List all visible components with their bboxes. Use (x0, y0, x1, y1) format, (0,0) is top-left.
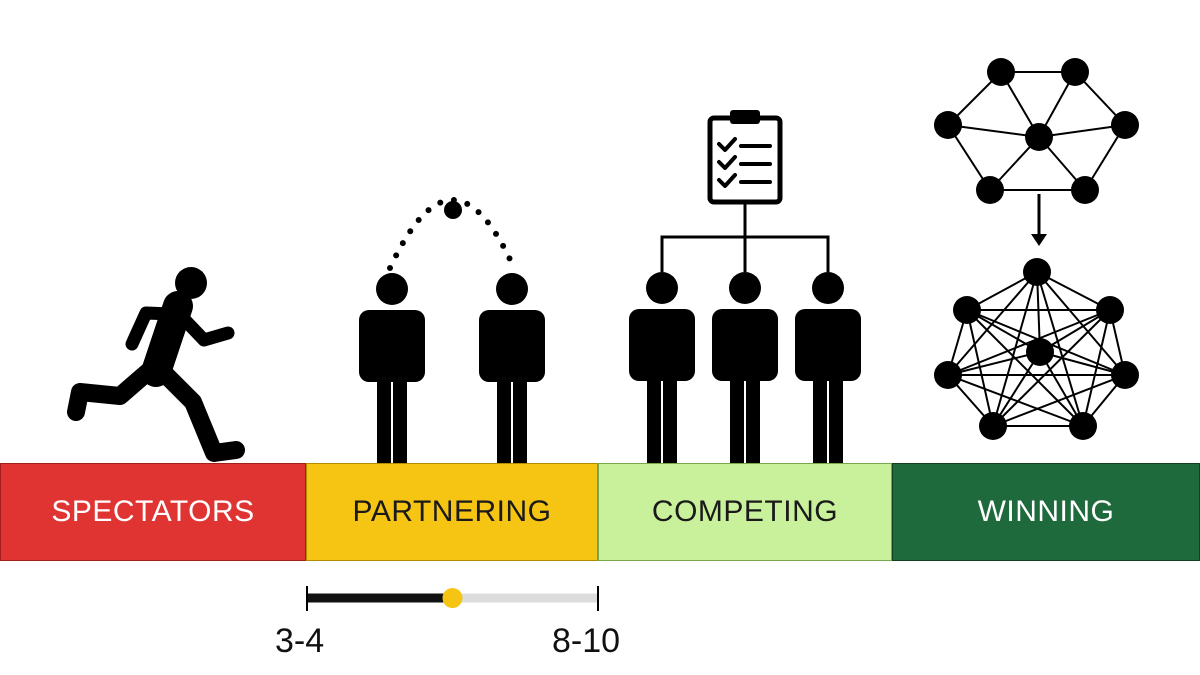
person-icon (629, 272, 695, 464)
clipboard-checklist-icon (707, 110, 783, 205)
person-icon (479, 273, 545, 464)
connector-lines (660, 204, 830, 272)
arrow-down-icon (1031, 194, 1047, 246)
stage-spectators-label: SPECTATORS (51, 495, 255, 528)
stage-partnering-label: PARTNERING (352, 495, 552, 528)
stage-partnering: PARTNERING (306, 463, 598, 561)
stage-winning-label: WINNING (977, 495, 1115, 528)
person-icon (712, 272, 778, 464)
network-growth-icon (934, 58, 1139, 440)
two-people-passing-ball-icon (359, 197, 545, 464)
stage-spectators: SPECTATORS (0, 463, 306, 561)
dense-network-icon (934, 258, 1139, 440)
stage-winning: WINNING (892, 463, 1200, 561)
team-with-checklist-icon (629, 110, 861, 464)
person-icon (359, 273, 425, 464)
running-person-icon (67, 267, 245, 462)
small-network-icon (934, 58, 1139, 204)
scale-end-label: 8-10 (552, 622, 621, 660)
stage-competing-label: COMPETING (651, 495, 839, 528)
scale-start-label: 3-4 (275, 622, 325, 660)
person-icon (795, 272, 861, 464)
stage-competing: COMPETING (598, 463, 892, 561)
